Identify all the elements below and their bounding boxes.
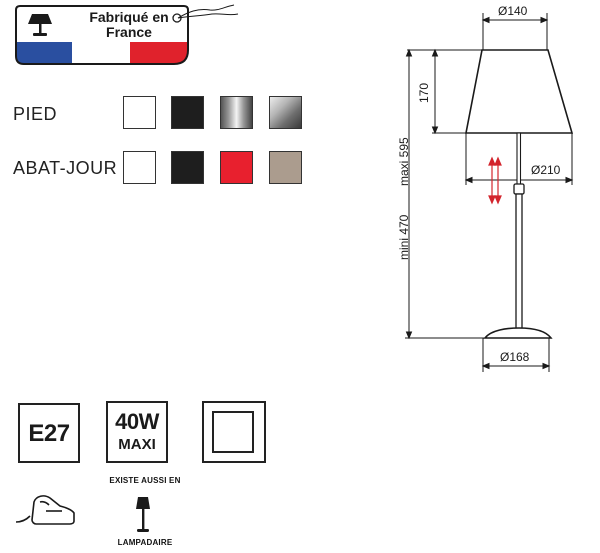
flag-red: [130, 42, 188, 64]
dim-base: Ø168: [500, 350, 530, 364]
pied-swatch-white[interactable]: [123, 96, 156, 129]
badge-string: [177, 4, 239, 19]
flag-blue: [16, 42, 72, 64]
socket-box: E27: [18, 403, 80, 463]
lamp-shade-outline: [465, 49, 574, 134]
floor-lamp-icon[interactable]: [131, 496, 155, 536]
abat-jour-label: ABAT-JOUR: [13, 158, 118, 178]
abat-jour-swatch-taupe[interactable]: [269, 151, 302, 184]
abat-jour-swatch-red[interactable]: [220, 151, 253, 184]
dimmer-foot-switch-icon: [15, 495, 75, 525]
badge-shape: [15, 5, 189, 65]
pied-swatch-black[interactable]: [171, 96, 204, 129]
abat-jour-swatch-white[interactable]: [123, 151, 156, 184]
dim-max-height: maxi 595: [397, 137, 411, 186]
wattage-value: 40W: [115, 409, 159, 434]
double-insulation-inner-square: [212, 411, 254, 453]
also-exists-label: EXISTE AUSSI EN: [109, 476, 181, 485]
made-in-france-badge: Fabriqué en France: [14, 4, 239, 66]
pied-label: PIED: [13, 104, 58, 124]
flag-white: [72, 42, 130, 64]
dim-min-height: mini 470: [397, 214, 411, 260]
floor-lamp-label[interactable]: LAMPADAIRE: [117, 538, 173, 547]
wattage-note: MAXI: [118, 436, 156, 453]
socket-type: E27: [28, 420, 70, 447]
badge-text: Fabriqué en France: [74, 10, 184, 40]
wattage-box: 40W MAXI: [106, 401, 168, 463]
double-insulation-icon: [202, 401, 266, 463]
dim-shade-top: Ø140: [498, 4, 528, 18]
badge-line2: France: [106, 24, 152, 40]
pied-swatch-chrome[interactable]: [220, 96, 253, 129]
badge-line1: Fabriqué en: [89, 9, 169, 25]
height-adjust-arrows: [488, 156, 502, 205]
dim-shade-height: 170: [417, 83, 431, 103]
lamp-icon: [28, 14, 52, 36]
pied-swatch-brushed-steel[interactable]: [269, 96, 302, 129]
dim-shade-bottom: Ø210: [531, 163, 561, 177]
lamp-base: [483, 327, 553, 339]
lamp-dimension-drawing: Ø140 170 Ø210 maxi 595 mini 470 Ø168: [397, 4, 574, 372]
lamp-stem: [513, 132, 525, 333]
abat-jour-swatch-black[interactable]: [171, 151, 204, 184]
